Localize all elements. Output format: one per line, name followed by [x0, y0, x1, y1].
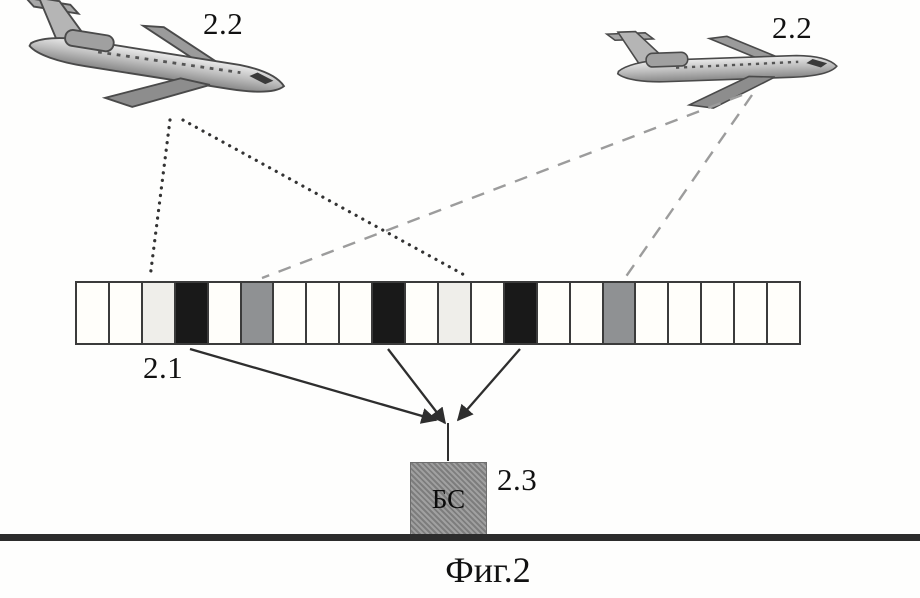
slot-cell-9 [373, 283, 407, 343]
slot-cell-21 [768, 283, 799, 343]
slot-cell-6 [274, 283, 308, 343]
base-station-ref-label: 2.3 [497, 462, 538, 497]
slot-cell-19 [702, 283, 736, 343]
slot-cell-18 [669, 283, 703, 343]
aircraft-left-icon [10, 0, 294, 132]
base-station-label: БС [431, 483, 466, 514]
aircraft-left-label: 2.2 [203, 6, 244, 41]
slot-cell-5 [241, 283, 275, 343]
slot-cell-14 [537, 283, 571, 343]
slot-strip-label: 2.1 [143, 350, 184, 385]
figure-caption: Фиг.2 [445, 550, 531, 590]
slot-cell-8 [340, 283, 374, 343]
slot-cell-2 [142, 283, 176, 343]
base-station-box: БС [410, 462, 487, 536]
dashed-link-right-1 [261, 93, 743, 280]
solid-link-slot3-bs [189, 347, 438, 424]
dashed-link-right-2 [624, 94, 753, 279]
slot-cell-3 [175, 283, 209, 343]
slot-cell-20 [735, 283, 769, 343]
slot-cell-15 [570, 283, 604, 343]
slot-cell-11 [438, 283, 472, 343]
slot-cell-0 [77, 283, 110, 343]
slot-strip [75, 281, 801, 345]
dotted-link-left-1 [148, 118, 172, 280]
solid-link-slot9-bs [387, 348, 446, 425]
slot-cell-16 [603, 283, 637, 343]
slot-cell-7 [307, 283, 341, 343]
slot-cell-17 [636, 283, 670, 343]
ground-line [0, 534, 920, 541]
slot-cell-13 [504, 283, 538, 343]
aircraft-right-label: 2.2 [772, 10, 813, 45]
slot-cell-4 [208, 283, 242, 343]
slot-cell-10 [406, 283, 439, 343]
slot-cell-1 [109, 283, 143, 343]
solid-link-slot13-bs [456, 348, 521, 422]
dotted-link-left-2 [181, 118, 470, 279]
slot-cell-12 [471, 283, 505, 343]
